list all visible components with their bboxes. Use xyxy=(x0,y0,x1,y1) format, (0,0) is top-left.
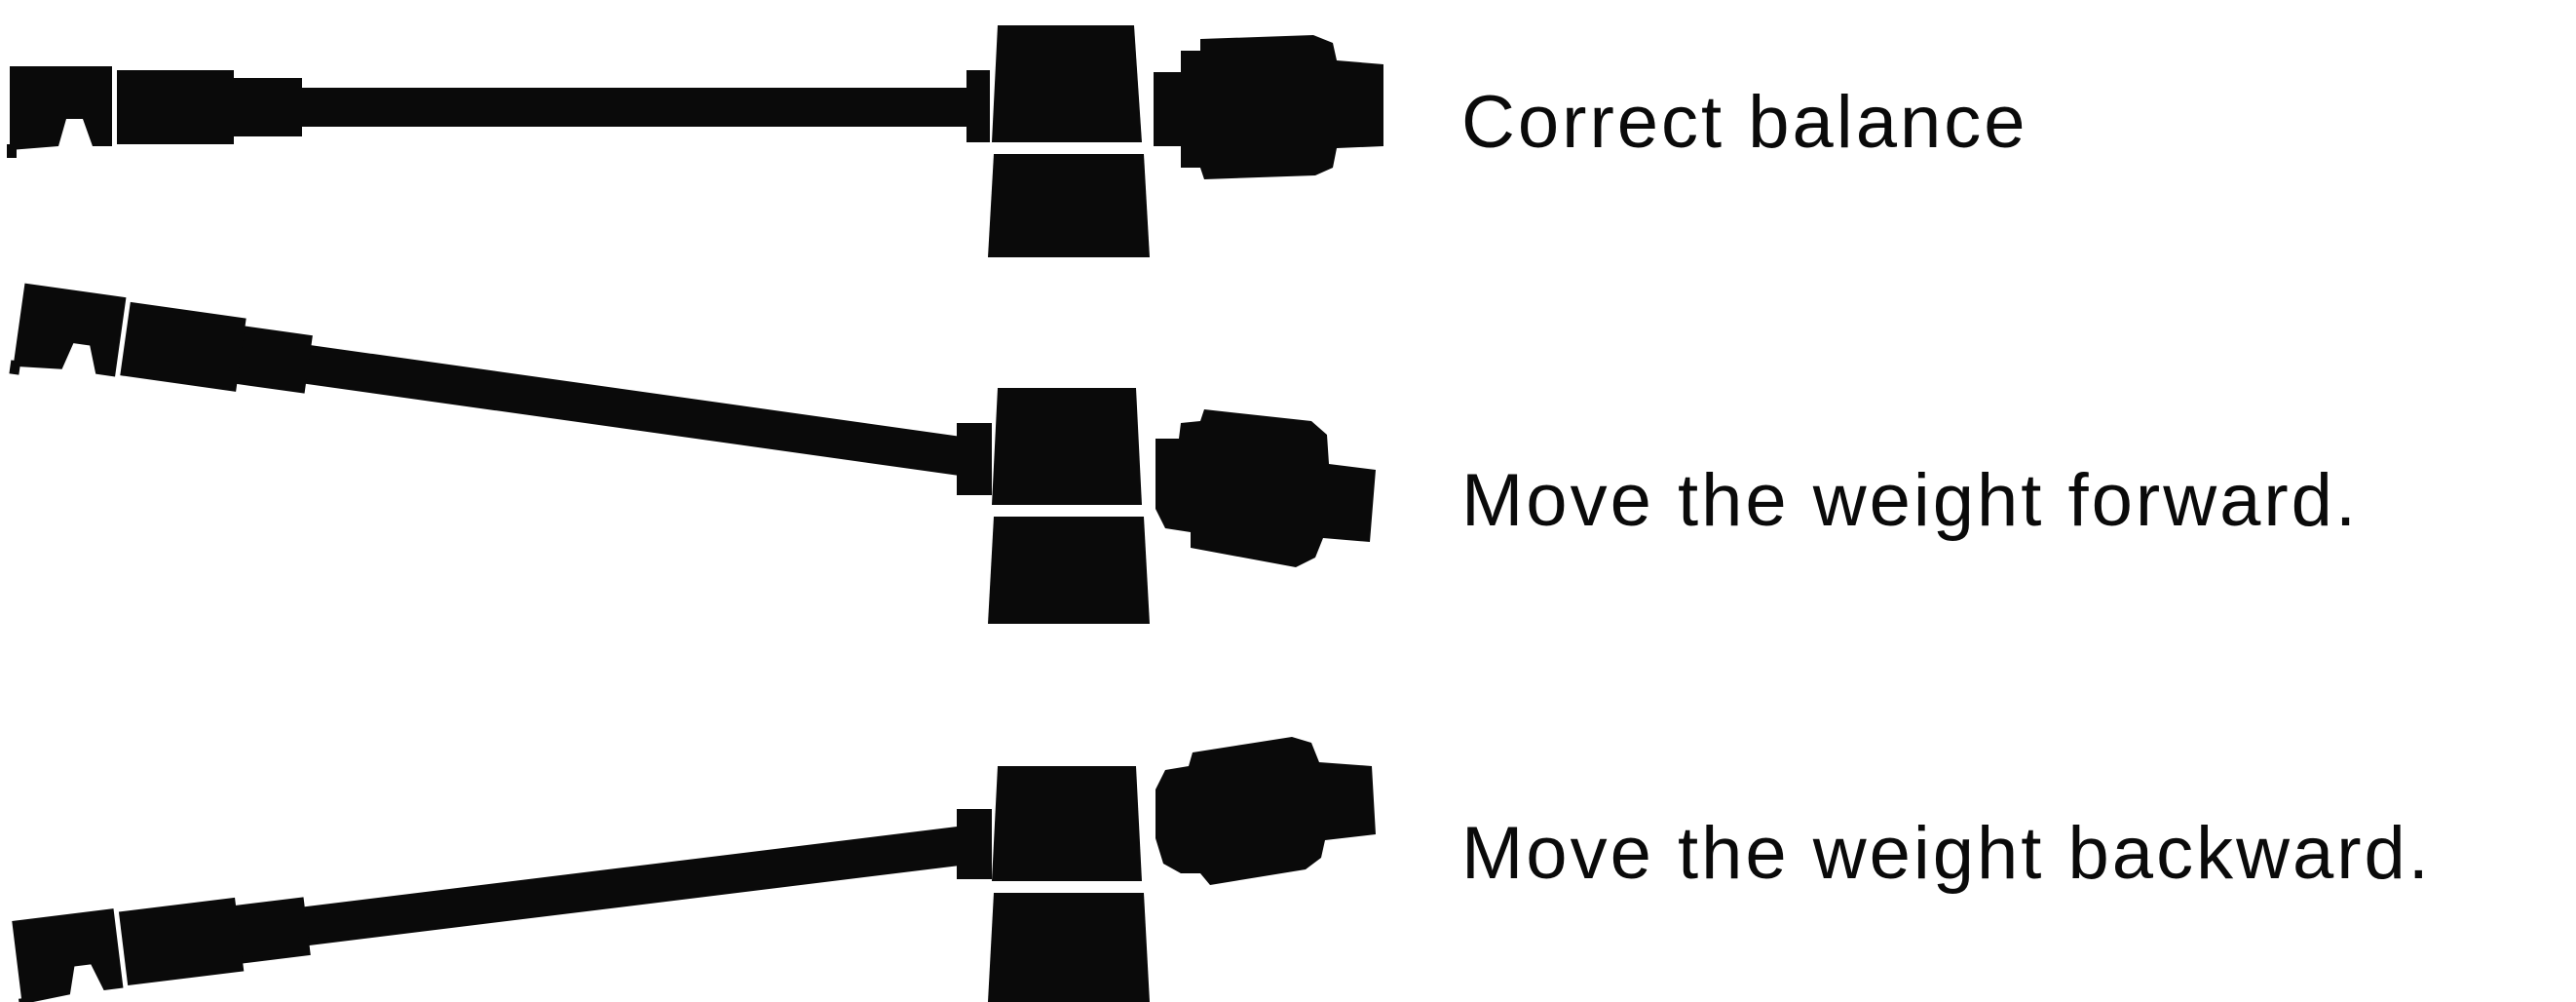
pivot-connector xyxy=(957,809,992,879)
pivot-housing-lower xyxy=(988,154,1150,257)
pivot-housing-lower xyxy=(988,517,1150,624)
tonearm-row-1 xyxy=(7,25,1383,257)
pivot-housing-upper xyxy=(992,388,1142,505)
tonearm-row-2 xyxy=(9,283,1376,624)
tonearm-tilted-forward xyxy=(9,283,980,509)
pivot-housing-upper xyxy=(992,766,1142,881)
pivot-connector xyxy=(957,423,992,495)
pivot-connector xyxy=(966,70,990,142)
counterweight xyxy=(1155,409,1376,567)
tonearm-row-3 xyxy=(9,737,1376,1002)
counterweight xyxy=(1154,35,1383,179)
pivot-housing-upper xyxy=(992,25,1142,142)
caption-correct-balance: Correct balance xyxy=(1461,81,2028,164)
counterweight xyxy=(1155,737,1376,885)
caption-move-weight-backward: Move the weight backward. xyxy=(1461,812,2432,895)
caption-move-weight-forward: Move the weight forward. xyxy=(1461,459,2360,542)
pivot-housing-lower xyxy=(988,893,1150,1002)
tonearm-tilted-backward xyxy=(9,803,981,1002)
tonearm-level xyxy=(7,66,974,158)
